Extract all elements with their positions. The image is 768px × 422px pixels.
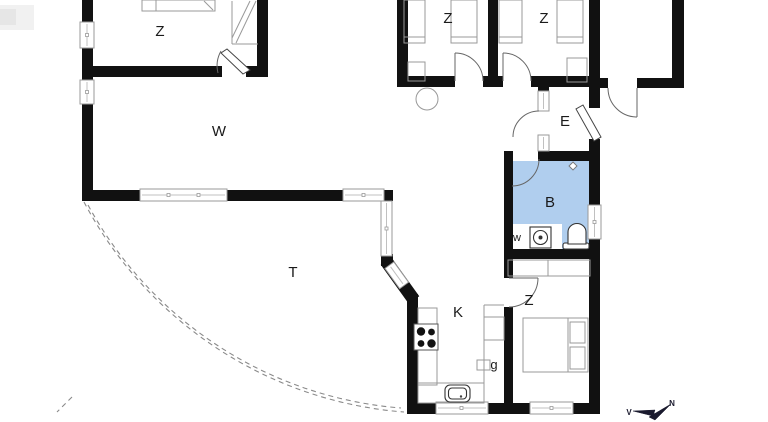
bathroom-fixtures [529,161,590,250]
closet-icon [407,61,426,82]
window [587,204,602,240]
wardrobe-icon [507,259,591,277]
window [79,21,95,49]
wardrobe-icon [231,0,258,45]
toilet-icon [562,222,590,250]
stove-icon [413,323,439,351]
compass-rose: N V [626,399,675,421]
room-labels: Z W Z Z E B w T K g Z [155,10,570,372]
window [139,188,228,202]
windows-layer [79,21,602,415]
window [380,200,393,257]
round-table-icon [415,87,439,111]
room-label-bedroom-nw: Z [155,23,164,40]
glass-panel [537,90,550,112]
compass-west-arm [632,409,656,417]
window [79,79,95,105]
door-swing [511,158,540,187]
room-label-living: W [212,123,227,140]
bed-icon [498,0,523,44]
window [342,188,385,202]
door-swing [216,48,251,75]
room-label-bedroom-n1: Z [443,10,452,27]
compass-north-label: N [669,399,675,408]
room-label-entry: E [560,113,570,130]
door-swing [508,277,539,308]
doors-layer [216,48,638,308]
door-swing [607,87,638,118]
room-label-bedroom-n2: Z [539,10,548,27]
room-label-terrace: T [288,264,297,281]
room-label-bedroom-se: Z [524,292,533,309]
floor-drain-icon [568,161,578,171]
entrance-door-leaf [575,104,602,142]
compass-west-label: V [626,408,632,417]
window [529,401,574,415]
room-label-bath: B [545,194,555,211]
door-swing [502,52,532,82]
closet-icon [566,57,588,83]
room-label-kitchen: K [453,304,463,321]
window [435,401,489,415]
bed-icon [403,0,426,44]
door-swing [454,52,484,82]
glass-panel [537,134,550,152]
sink-icon [444,384,471,403]
room-label-hall: g [490,357,497,372]
bed-icon [141,0,216,12]
terrace-outline [56,201,405,413]
room-label-utility: w [512,232,521,244]
bed-icon [556,0,584,44]
bed-icon [450,0,478,44]
window [384,261,410,290]
door-swing [512,110,540,138]
double-bed-icon [522,317,589,373]
furniture-layer [141,0,591,404]
background-shading [0,5,34,30]
washing-machine-icon [529,226,552,249]
